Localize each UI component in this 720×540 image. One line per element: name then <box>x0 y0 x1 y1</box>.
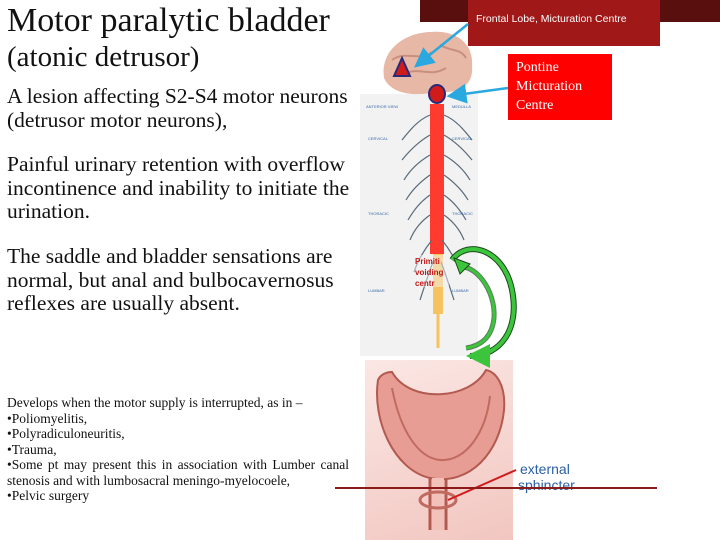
cause-item: •Pelvic surgery <box>7 488 90 503</box>
sphincter-pointer <box>447 469 517 501</box>
pontine-centre-label: Pontine Micturation Centre <box>508 54 612 120</box>
cause-item: •Some pt may present this in association… <box>7 457 349 488</box>
brain-marker-triangle <box>392 55 412 77</box>
svg-text:LUMBAR: LUMBAR <box>368 288 385 293</box>
svg-text:MEDULLA: MEDULLA <box>452 104 471 109</box>
slide-subtitle: (atonic detrusor) <box>7 41 200 73</box>
svg-text:CERVICAL: CERVICAL <box>368 136 389 141</box>
svg-text:voiding: voiding <box>415 268 444 277</box>
svg-text:CERVICAL: CERVICAL <box>452 136 473 141</box>
svg-text:ANTERIOR VIEW: ANTERIOR VIEW <box>366 104 398 109</box>
frontal-lobe-label: Frontal Lobe, Micturation Centre <box>468 0 660 46</box>
pons-marker <box>428 84 446 104</box>
frontal-pointer-arrow <box>414 23 469 68</box>
sensations-paragraph: The saddle and bladder sensations are no… <box>7 244 334 315</box>
sphincter-panel <box>513 450 720 540</box>
strike-line <box>335 487 657 489</box>
svg-text:Primiti: Primiti <box>415 257 440 266</box>
brain-icon <box>383 31 473 95</box>
bladder-diagram <box>376 368 506 530</box>
spinal-cord-diagram: ANTERIOR VIEW MEDULLA CERVICAL CERVICAL … <box>366 104 473 348</box>
cause-item: •Poliomyelitis, <box>7 410 88 426</box>
pontine-pointer-arrow <box>446 83 509 104</box>
causes-intro: Develops when the motor supply is interr… <box>7 395 303 410</box>
causes-list: Develops when the motor supply is interr… <box>7 395 349 504</box>
slide-title: Motor paralytic bladder <box>7 2 330 39</box>
svg-text:LUMBAR: LUMBAR <box>452 288 469 293</box>
retention-paragraph: Painful urinary retention with overflow … <box>7 152 350 223</box>
cause-item: •Polyradiculoneuritis, <box>7 426 125 441</box>
cause-item: •Trauma, <box>7 441 57 457</box>
svg-text:THORACIC: THORACIC <box>368 211 389 216</box>
primitive-voiding-label: Primiti voiding centr <box>413 255 449 288</box>
svg-text:THORACIC: THORACIC <box>452 211 473 216</box>
svg-text:centr: centr <box>415 279 435 288</box>
lesion-paragraph: A lesion affecting S2-S4 motor neurons (… <box>7 84 348 132</box>
green-arrowhead <box>453 257 471 275</box>
